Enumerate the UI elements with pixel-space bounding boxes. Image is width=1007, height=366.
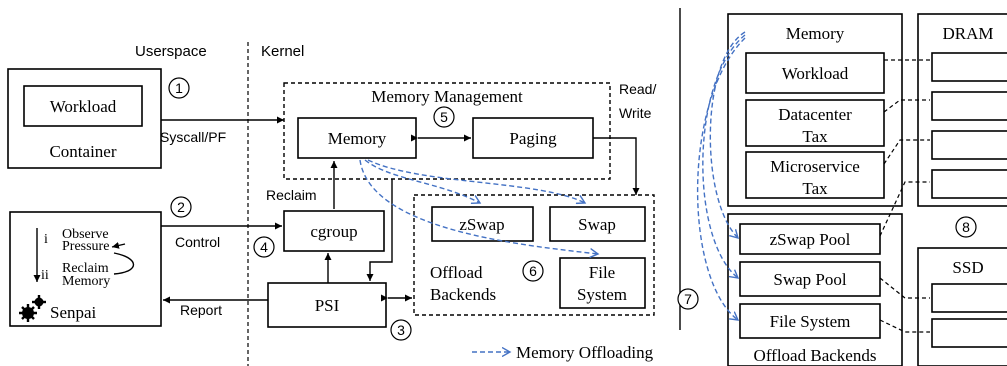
ssd-slot-1: [931, 283, 1007, 313]
dram-slot-2: [931, 91, 1007, 121]
zswap-label: zSwap: [459, 215, 504, 234]
gear-icon: [19, 295, 46, 322]
marker-4-label: 4: [260, 239, 268, 255]
microservice-tax-box: [745, 151, 885, 199]
marker-7: [677, 288, 699, 310]
memory-management-label: Memory Management: [371, 87, 523, 106]
cgroup-box: [283, 210, 385, 252]
container-label: Container: [49, 142, 116, 161]
marker-2-label: 2: [177, 199, 185, 215]
marker-7-label: 7: [684, 291, 692, 307]
marker-8-label: 8: [962, 219, 970, 235]
map-microservice-dram: [883, 139, 930, 165]
senpai-label: Senpai: [50, 303, 97, 322]
marker-4: [253, 236, 275, 258]
swap-pool-label: Swap Pool: [773, 270, 846, 289]
offload-label: Offload: [430, 263, 483, 282]
cgroup-label: cgroup: [310, 222, 357, 241]
write-label: Write: [619, 105, 652, 121]
mm-memory-label: Memory: [328, 129, 387, 148]
ssd-label: SSD: [952, 258, 983, 277]
dram-label: DRAM: [942, 24, 993, 43]
mm-memory-box: [297, 117, 417, 159]
marker-1: [168, 77, 190, 99]
ssd-slot-2: [931, 318, 1007, 348]
dram-slot-4: [931, 169, 1007, 199]
marker-3-label: 3: [397, 322, 405, 338]
dram-slot-1: [931, 52, 1007, 82]
microservice-tax-label: Tax: [802, 179, 828, 198]
reclaim-label: Reclaim: [266, 187, 317, 203]
marker-6-label: 6: [529, 263, 537, 279]
senpai-loop-head: [111, 242, 126, 249]
psi-label: PSI: [315, 296, 340, 315]
workload-label: Workload: [50, 97, 117, 116]
mm-psi-arrow: [366, 179, 393, 281]
marker-5: [433, 106, 455, 128]
zswap-pool-box: [739, 223, 881, 255]
file-system-box: [559, 257, 646, 309]
right-file-system-label: File System: [770, 312, 851, 331]
workload-box: [23, 85, 143, 127]
offload-backends-box: [413, 194, 655, 316]
read-label: Read/: [619, 81, 656, 97]
kernel-label: Kernel: [261, 43, 304, 60]
right-memory-label: Memory: [786, 24, 845, 43]
right-offload-to-swap: [702, 34, 746, 278]
read-write-arrow: [593, 137, 640, 195]
right-offload-backends-label: Offload Backends: [754, 346, 877, 365]
file-label: File: [589, 263, 615, 282]
marker-3: [390, 319, 412, 341]
map-datacenter-dram: [883, 99, 930, 113]
swap-pool-box: [739, 261, 881, 297]
marker-5-label: 5: [440, 109, 448, 125]
zswap-box: [431, 206, 534, 242]
dram-slot-3: [931, 130, 1007, 160]
datacenter-tax-label: Tax: [802, 127, 828, 146]
right-file-system-box: [739, 303, 881, 339]
marker-6: [522, 260, 544, 282]
paging-label: Paging: [509, 129, 557, 148]
right-offload-to-fs: [696, 37, 746, 320]
control-label: Control: [175, 234, 220, 250]
zswap-pool-label: zSwap Pool: [770, 230, 851, 249]
reclaim-memory-label-1: Reclaim: [62, 261, 109, 276]
map-swap-ssd: [879, 277, 930, 299]
psi-box: [267, 282, 387, 328]
offload-to-swap-arrow: [367, 159, 585, 203]
pressure-label: Pressure: [62, 239, 109, 254]
right-workload-box: [745, 52, 885, 94]
system-label: System: [577, 285, 627, 304]
offload-to-fs-arrow: [359, 159, 598, 254]
reclaim-memory-label-2: Memory: [62, 274, 110, 289]
right-offload-to-zswap: [709, 31, 746, 238]
offload-to-zswap-arrow: [364, 159, 480, 203]
map-zswap-dram: [879, 181, 930, 237]
observe-label: Observe: [62, 227, 109, 242]
report-label: Report: [180, 302, 222, 318]
senpai-box: [9, 211, 162, 327]
backends-label: Backends: [430, 285, 496, 304]
step-ii-label: ii: [41, 268, 49, 283]
senpai-loop-arc: [113, 252, 134, 275]
syscall-pf-label: Syscall/PF: [160, 129, 226, 145]
microservice-label: Microservice: [770, 157, 860, 176]
step-i-label: i: [44, 232, 48, 247]
marker-1-label: 1: [175, 80, 183, 96]
marker-8: [955, 216, 977, 238]
swap-label: Swap: [578, 215, 616, 234]
marker-2: [170, 196, 192, 218]
datacenter-label: Datacenter: [778, 105, 852, 124]
datacenter-tax-box: [745, 99, 885, 147]
userspace-label: Userspace: [135, 43, 207, 60]
swap-box: [549, 206, 646, 242]
legend-offloading-label: Memory Offloading: [516, 343, 654, 362]
map-fs-ssd: [879, 319, 930, 333]
right-workload-label: Workload: [782, 64, 849, 83]
